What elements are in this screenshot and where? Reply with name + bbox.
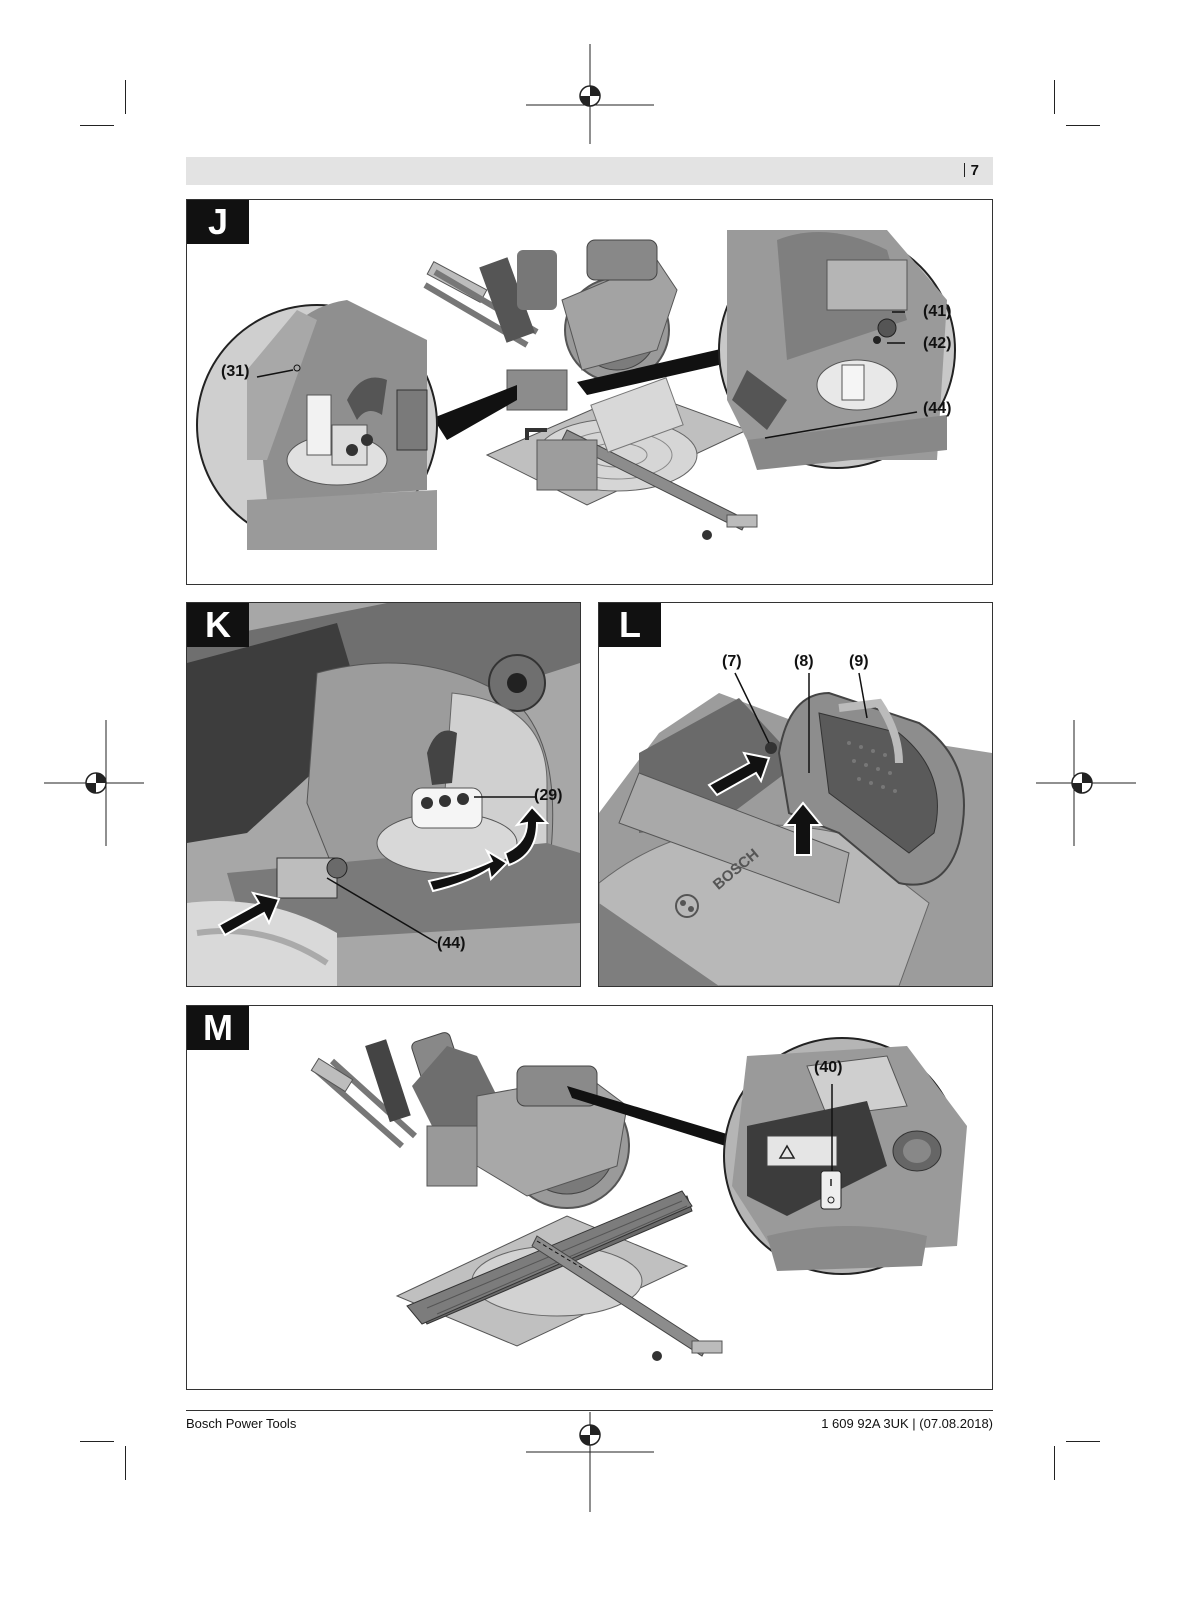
figure-k: K (29) (44) [186, 602, 581, 987]
callout-8: (8) [794, 653, 814, 670]
footer-rule [186, 1410, 993, 1411]
footer-doc-id: 1 609 92A 3UK | (07.08.2018) [821, 1416, 993, 1431]
footer-brand: Bosch Power Tools [186, 1416, 297, 1431]
registration-mark-bottom [526, 1412, 654, 1512]
figure-k-illustration [187, 603, 580, 986]
callout-31: (31) [221, 363, 250, 380]
figure-l-illustration [599, 672, 992, 986]
registration-mark-top [526, 44, 654, 144]
callout-7: (7) [722, 653, 742, 670]
callout-40: (40) [814, 1059, 843, 1076]
figure-label-k: K [187, 603, 249, 647]
figure-label-j: J [187, 200, 249, 244]
figure-j-illustration [196, 230, 956, 550]
figure-l: L (7) (8) (9) BOSCH [598, 602, 993, 987]
callout-42: (42) [923, 335, 952, 352]
callout-29: (29) [534, 787, 563, 804]
callout-9: (9) [849, 653, 869, 670]
figure-m-illustration [310, 1032, 967, 1361]
page-number: 7 [964, 162, 979, 179]
registration-mark-right [1036, 720, 1136, 846]
callout-41: (41) [923, 303, 952, 320]
registration-mark-left [44, 720, 144, 846]
callout-44: (44) [923, 400, 952, 417]
callout-44-k: (44) [437, 935, 466, 952]
figure-j: J (31) (41) (42) (44) [186, 199, 993, 585]
page-header-bar: 7 [186, 157, 993, 185]
figure-label-l: L [599, 603, 661, 647]
figure-label-m: M [187, 1006, 249, 1050]
figure-m: M (40) [186, 1005, 993, 1390]
